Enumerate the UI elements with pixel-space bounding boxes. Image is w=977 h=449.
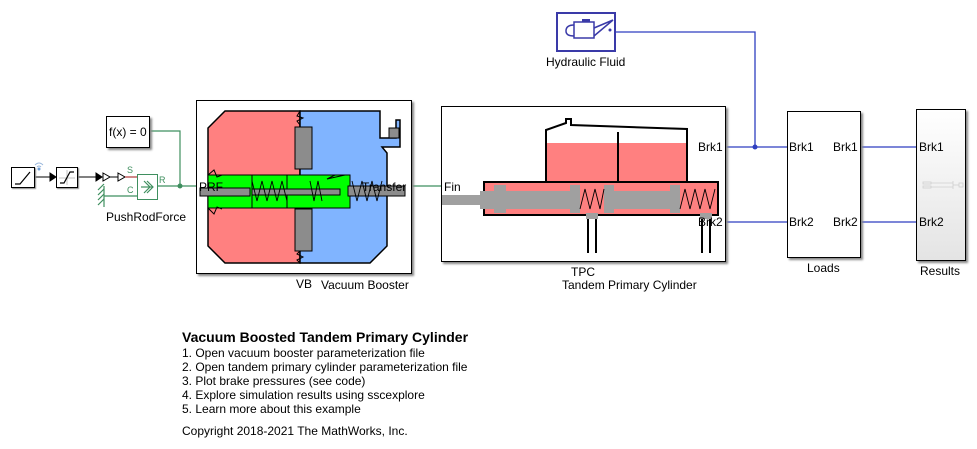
port-r-label: R: [159, 175, 166, 185]
hydraulic-fluid-block[interactable]: [556, 12, 616, 52]
annotation-title: Vacuum Boosted Tandem Primary Cylinder: [182, 329, 469, 345]
link-learn-more[interactable]: 5. Learn more about this example: [182, 402, 361, 416]
tpc-port-brk2: Brk2: [698, 215, 723, 229]
link-open-tpc-params[interactable]: 2. Open tandem primary cylinder paramete…: [182, 360, 468, 374]
saturation-block[interactable]: [56, 167, 78, 188]
force-source-icon: [141, 180, 154, 194]
link-open-vacuum-booster-params[interactable]: 1. Open vacuum booster parameterization …: [182, 346, 425, 360]
tpc-port-fin: Fin: [444, 180, 461, 194]
loads-block[interactable]: [787, 111, 861, 258]
tpc-label: Tandem Primary Cylinder: [562, 278, 697, 292]
results-port-in2: Brk2: [919, 215, 944, 229]
vb-tag: VB: [296, 277, 313, 291]
wireless-signal-icon: [34, 162, 44, 171]
port-c-label: C: [127, 185, 134, 195]
port-s-label: S: [127, 165, 134, 175]
tpc-tag: TPC: [571, 265, 595, 279]
loads-port-out2: Brk2: [833, 215, 858, 229]
saturation-icon: [59, 170, 75, 185]
results-label: Results: [920, 264, 961, 278]
vacuum-booster-block[interactable]: [196, 100, 412, 274]
copyright-text: Copyright 2018-2021 The MathWorks, Inc.: [182, 424, 408, 438]
model-annotation: Vacuum Boosted Tandem Primary Cylinder 1…: [182, 328, 468, 438]
mechanical-ground-icon: [97, 183, 105, 207]
loads-label: Loads: [807, 261, 840, 275]
ramp-icon: [15, 171, 31, 185]
results-block[interactable]: [916, 109, 966, 261]
mechanical-lines: [104, 130, 441, 197]
solver-configuration-block[interactable]: f(x) = 0: [106, 116, 150, 148]
loads-port-in2: Brk2: [789, 215, 814, 229]
junction-dot: [177, 183, 183, 189]
hydraulic-fluid-label: Hydraulic Fluid: [546, 55, 626, 69]
pushrod-force-label: PushRodForce: [106, 210, 187, 224]
vb-port-transfer: Transfer: [362, 180, 407, 194]
tandem-primary-cylinder-block[interactable]: [441, 106, 726, 262]
results-port-in1: Brk1: [919, 140, 944, 154]
solver-label: f(x) = 0: [109, 125, 147, 139]
oil-can-icon: [565, 19, 614, 39]
tandem-primary-cylinder-icon: [442, 118, 719, 253]
link-explore-sscexplore[interactable]: 4. Explore simulation results using ssce…: [182, 388, 425, 402]
junction-dot: [752, 144, 758, 150]
tpc-port-brk1: Brk1: [698, 140, 723, 154]
vb-label: Vacuum Booster: [321, 278, 409, 292]
loads-port-in1: Brk1: [789, 140, 814, 154]
loads-port-out1: Brk1: [833, 140, 858, 154]
signal-lines: [35, 172, 103, 182]
link-plot-brake-pressures[interactable]: 3. Plot brake pressures (see code): [182, 374, 366, 388]
vacuum-booster-icon: [199, 110, 406, 264]
scope-bus-icon: [922, 181, 964, 189]
ramp-source-block[interactable]: [11, 167, 35, 188]
vb-port-prf: PRF: [199, 180, 223, 194]
pushrod-force-block[interactable]: [137, 174, 158, 200]
